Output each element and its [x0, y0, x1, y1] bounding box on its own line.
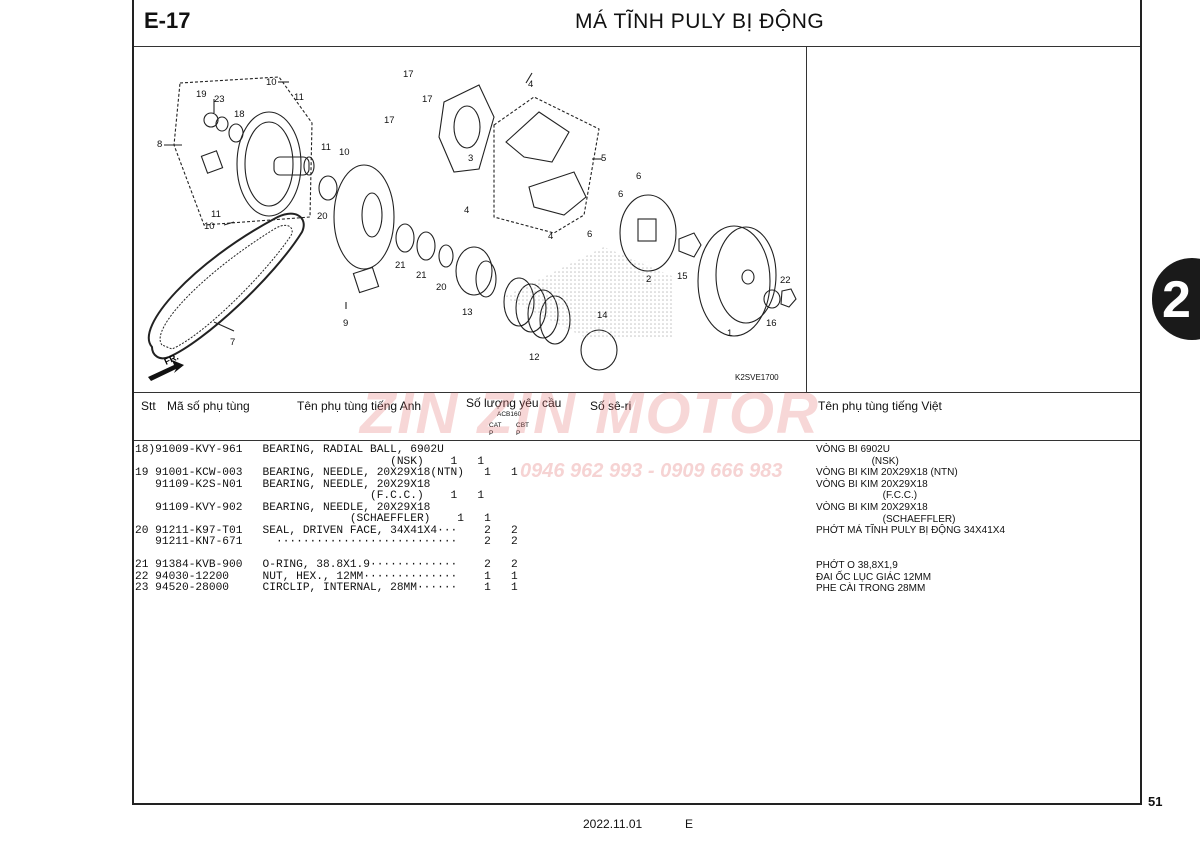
- callout: 5: [601, 153, 606, 164]
- col-header-name-en: Tên phụ tùng tiếng Anh: [297, 399, 422, 413]
- callout: 16: [766, 318, 777, 329]
- callout: 12: [529, 352, 540, 363]
- callout: 17: [403, 69, 414, 80]
- callout: 6: [618, 189, 623, 200]
- callout: 11: [294, 92, 304, 103]
- callout: 19: [196, 89, 207, 100]
- callout: 1: [727, 328, 732, 339]
- section-tab: 2: [1152, 258, 1200, 340]
- callout: 17: [384, 115, 395, 126]
- list-item: [816, 537, 1005, 549]
- page-number: 51: [1148, 794, 1163, 809]
- callout: 11: [211, 209, 221, 220]
- list-item: PHỚT O 38,8X1,9: [816, 559, 898, 571]
- callout: 6: [636, 171, 641, 182]
- callout: 13: [462, 307, 473, 318]
- callout: 11: [321, 142, 331, 153]
- callout: 14: [597, 310, 608, 321]
- callout: 20: [317, 211, 328, 222]
- col-header-name-vn: Tên phụ tùng tiếng Việt: [818, 399, 942, 413]
- callout: 20: [436, 282, 447, 293]
- col-header-qty: Số lượng yêu cầu: [466, 396, 562, 410]
- col-header-stt: Stt: [141, 399, 156, 413]
- col-header-serial: Số sê-ri: [590, 399, 632, 413]
- qty-col-cat: CAT P: [489, 422, 502, 437]
- footer-date: 2022.11.01: [583, 817, 643, 831]
- callout: 15: [677, 271, 688, 282]
- parts-list-vietnamese: VÒNG BI 6902U (NSK) VÒNG BI KIM 20X29X18…: [816, 444, 1005, 595]
- col-header-part-no: Mã số phụ tùng: [167, 399, 250, 413]
- qty-model: ACB160: [497, 411, 522, 418]
- header-rule: [134, 46, 1140, 47]
- list-item: VÒNG BI 6902U: [816, 444, 890, 455]
- diagram-divider: [806, 46, 807, 392]
- list-item: VÒNG BI KIM 20X29X18 (NTN): [816, 467, 958, 479]
- callout: 7: [230, 337, 235, 348]
- callout: 8: [157, 139, 162, 150]
- list-item: PHỚT MÁ TĨNH PULY BỊ ĐỘNG 34X41X4: [816, 525, 1006, 537]
- list-item: [816, 548, 1005, 560]
- callout: 10: [266, 77, 277, 88]
- callout: 6: [587, 229, 592, 240]
- callout: 18: [234, 109, 245, 120]
- callout: 3: [468, 153, 473, 164]
- footer-edition: E: [685, 817, 694, 831]
- page-title: MÁ TĨNH PULY BỊ ĐỘNG: [575, 10, 825, 33]
- list-item: VÒNG BI KIM 20X29X18: [816, 478, 928, 490]
- table-header-rule: [134, 440, 1140, 441]
- parts-list-english: 18)91009-KVY-961 BEARING, RADIAL BALL, 6…: [135, 444, 518, 594]
- callout: 9: [343, 318, 348, 329]
- callout: 21: [416, 270, 427, 281]
- callout: 10: [204, 221, 215, 232]
- callout: 23: [214, 94, 225, 105]
- callout: 4: [464, 205, 469, 216]
- list-item: VÒNG BI KIM 20X29X18: [816, 501, 928, 513]
- callout: 4: [528, 79, 533, 90]
- section-tab-number: 2: [1162, 271, 1191, 329]
- callout: 17: [422, 94, 433, 105]
- callout: 22: [780, 275, 791, 286]
- diagram-ref-code: K2SVE1700: [735, 373, 779, 382]
- qty-col-cbt: CBT P: [516, 422, 529, 437]
- callout: 10: [339, 147, 350, 158]
- list-item: ĐAI ỐC LỤC GIÁC 12MM: [816, 571, 932, 583]
- callout: 2: [646, 274, 651, 285]
- section-code: E-17: [144, 8, 191, 33]
- diagram-bottom-rule: [134, 392, 1140, 393]
- page-frame: [132, 0, 1142, 805]
- callout: 4: [548, 231, 553, 242]
- exploded-parts-diagram: FR. 10 11 19 23 18 8 17 17 17 4 3 5 11 1…: [147, 69, 797, 381]
- list-item: (F.C.C.): [816, 490, 918, 502]
- list-item: PHE CÀI TRONG 28MM: [816, 583, 926, 595]
- list-item: (NSK): [816, 455, 899, 467]
- list-item: (SCHAEFFLER): [816, 513, 956, 525]
- callout: 21: [395, 260, 406, 271]
